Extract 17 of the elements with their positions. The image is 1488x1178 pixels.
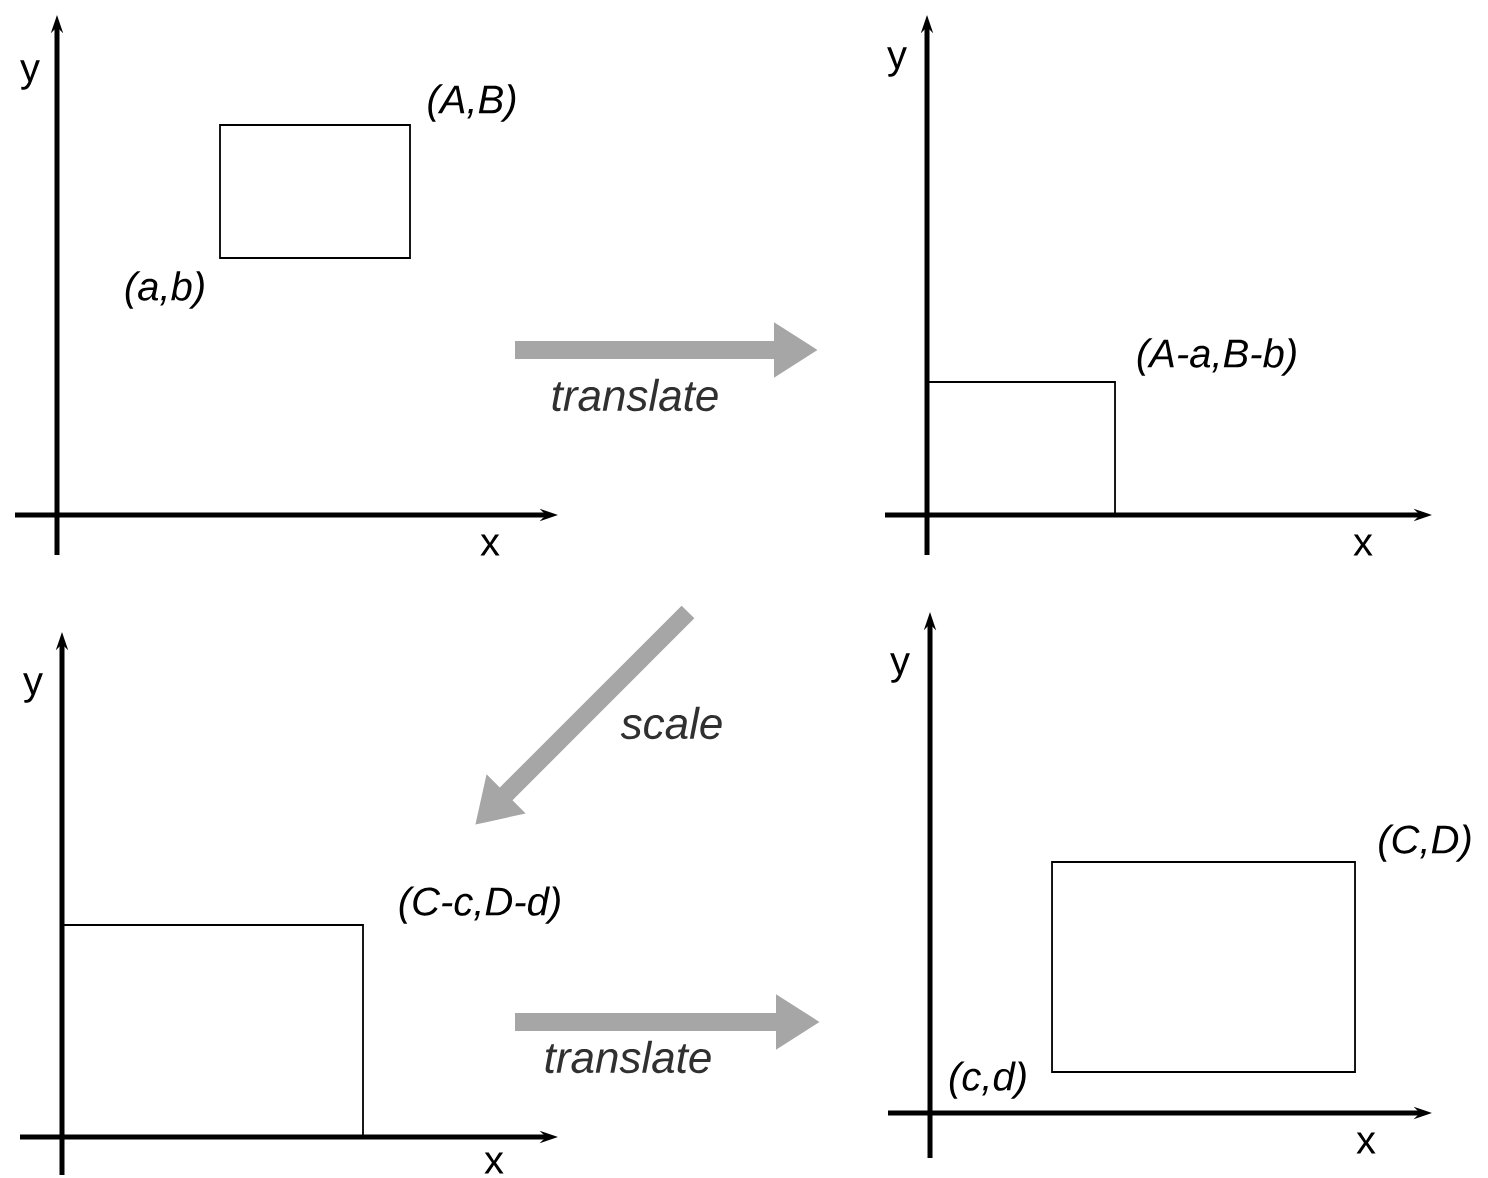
coordinate-label: (c,d) <box>949 1061 1026 1099</box>
arrow-label: translate <box>552 378 718 412</box>
coordinate-label: (a,b) <box>125 271 204 309</box>
axis-label: x <box>1356 1132 1376 1154</box>
coordinate-label: (A-a,B-b) <box>1137 338 1296 376</box>
axis-label: x <box>480 534 500 556</box>
axis-label: y <box>20 60 40 90</box>
axis-label: y <box>887 47 907 77</box>
arrow-label: scale <box>620 706 722 740</box>
axis-label: y <box>890 653 910 683</box>
coordinate-label: (C-c,D-d) <box>399 886 560 924</box>
coordinate-label: (A,B) <box>428 84 516 122</box>
axis-label: x <box>1353 534 1373 556</box>
coordinate-label: (C,D) <box>1379 824 1471 862</box>
arrow-label: translate <box>545 1040 711 1074</box>
axis-label: x <box>484 1152 504 1174</box>
axis-label: y <box>23 673 43 703</box>
